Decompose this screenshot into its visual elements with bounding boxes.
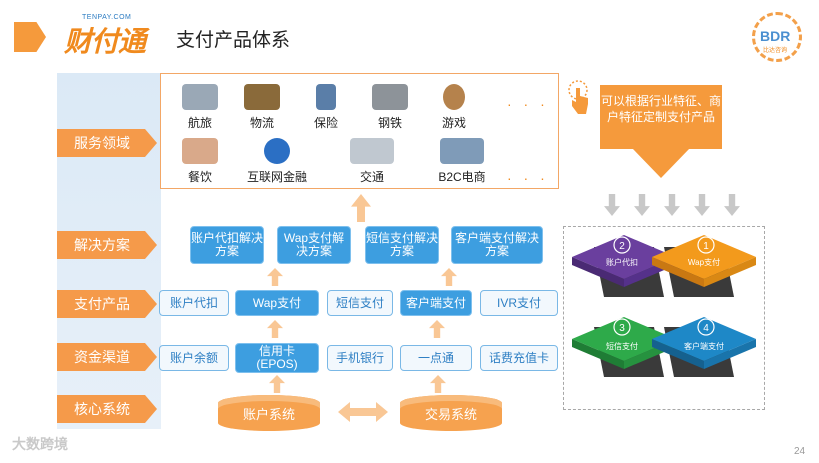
up-arrow	[267, 268, 283, 286]
airplane-icon	[182, 84, 218, 110]
quadrant-label: 账户代扣	[606, 257, 638, 267]
quadrant-label: 客户端支付	[684, 341, 724, 351]
tenpay-logo: TENPAY.COM 财付通	[64, 14, 164, 56]
row-label-solutions: 解决方案	[57, 231, 157, 259]
service-b2c: B2C电商	[427, 138, 497, 185]
service-label: 互联网金融	[237, 168, 317, 185]
channel-credit-card: 信用卡 (EPOS)	[235, 343, 319, 373]
bdr-logo: BDR 比达咨询	[752, 12, 804, 64]
gray-down-arrow	[634, 194, 650, 216]
service-catering: 餐饮	[165, 138, 235, 185]
service-insurance: 保险	[291, 84, 361, 131]
bdr-logo-text: BDR	[760, 28, 790, 44]
hand-pointer-icon	[566, 80, 590, 116]
service-label: 交通	[337, 168, 407, 185]
service-label: B2C电商	[427, 168, 497, 185]
double-arrow-icon	[338, 402, 388, 422]
service-label: 钢铁	[355, 114, 425, 131]
product-client-pay: 客户端支付	[400, 290, 472, 316]
globe-icon	[264, 138, 290, 164]
row-label-services: 服务领域	[57, 129, 157, 157]
more-dots: · · ·	[507, 96, 549, 112]
row-label-products: 支付产品	[57, 290, 157, 318]
channel-mobile-bank: 手机银行	[327, 345, 393, 371]
title-chevron	[14, 22, 46, 52]
core-transaction-system: 交易系统	[400, 395, 502, 431]
person-icon	[316, 84, 336, 110]
quadrant-number: 3	[619, 323, 625, 334]
service-label: 游戏	[419, 114, 489, 131]
channel-yidiantong: 一点通	[400, 345, 472, 371]
bdr-logo-subtext: 比达咨询	[763, 45, 787, 54]
service-internet-finance: 互联网金融	[237, 138, 317, 185]
steel-icon	[372, 84, 408, 110]
page-title: 支付产品体系	[176, 25, 290, 52]
services-box: 航旅 物流 保险 钢铁 游戏 · · · 餐饮 互联网金融 交通 B2C电商 ·…	[160, 73, 559, 189]
customization-callout: 可以根据行业特征、商户特征定制支付产品	[600, 85, 722, 149]
solution-wap-pay: Wap支付解决方案	[277, 226, 351, 264]
service-logistics: 物流	[227, 84, 297, 131]
laptop-icon	[440, 138, 484, 164]
quadrant-1: 1 Wap支付	[652, 235, 756, 287]
product-account-debit: 账户代扣	[159, 290, 229, 316]
product-ivr-pay: IVR支付	[480, 290, 558, 316]
callout-down-arrow	[632, 148, 690, 178]
row-label-channels: 资金渠道	[57, 343, 157, 371]
logo-text: 财付通	[64, 20, 145, 60]
up-arrow	[429, 320, 445, 338]
roulette-icon	[443, 84, 465, 110]
footer-brand: 大数跨境	[12, 434, 68, 454]
product-sms-pay: 短信支付	[327, 290, 393, 316]
quadrant-number: 1	[703, 241, 709, 252]
core-account-system: 账户系统	[218, 395, 320, 431]
up-arrow	[267, 320, 283, 338]
service-transport: 交通	[337, 138, 407, 185]
product-wap-pay: Wap支付	[235, 290, 319, 316]
up-arrow	[351, 194, 371, 222]
gray-down-arrow	[664, 194, 680, 216]
page-number: 24	[794, 446, 805, 457]
gray-down-arrow	[724, 194, 740, 216]
quadrant-label: 短信支付	[606, 341, 638, 351]
solution-account-debit: 账户代扣解决方案	[190, 226, 264, 264]
more-dots: · · ·	[507, 170, 549, 186]
truck-icon	[244, 84, 280, 110]
channel-account-balance: 账户余额	[159, 345, 229, 371]
up-arrow	[441, 268, 457, 286]
service-games: 游戏	[419, 84, 489, 131]
service-steel: 钢铁	[355, 84, 425, 131]
service-label: 航旅	[165, 114, 235, 131]
gray-down-arrow	[604, 194, 620, 216]
gray-down-arrow	[694, 194, 710, 216]
up-arrow	[269, 375, 285, 393]
quadrant-diagram: 2 账户代扣 1 Wap支付 3 短信支付 4 客户端支付	[563, 226, 765, 410]
train-icon	[350, 138, 394, 164]
service-label: 餐饮	[165, 168, 235, 185]
service-label: 保险	[291, 114, 361, 131]
quadrant-label: Wap支付	[688, 257, 720, 267]
quadrant-4: 4 客户端支付	[652, 317, 756, 369]
quadrant-number: 4	[703, 323, 709, 334]
quadrant-number: 2	[619, 241, 625, 252]
service-label: 物流	[227, 114, 297, 131]
up-arrow	[430, 375, 446, 393]
service-aviation: 航旅	[165, 84, 235, 131]
channel-phone-card: 话费充值卡	[480, 345, 558, 371]
solution-client-pay: 客户端支付解决方案	[451, 226, 543, 264]
chef-icon	[182, 138, 218, 164]
row-label-core: 核心系统	[57, 395, 157, 423]
solution-sms-pay: 短信支付解决方案	[365, 226, 439, 264]
